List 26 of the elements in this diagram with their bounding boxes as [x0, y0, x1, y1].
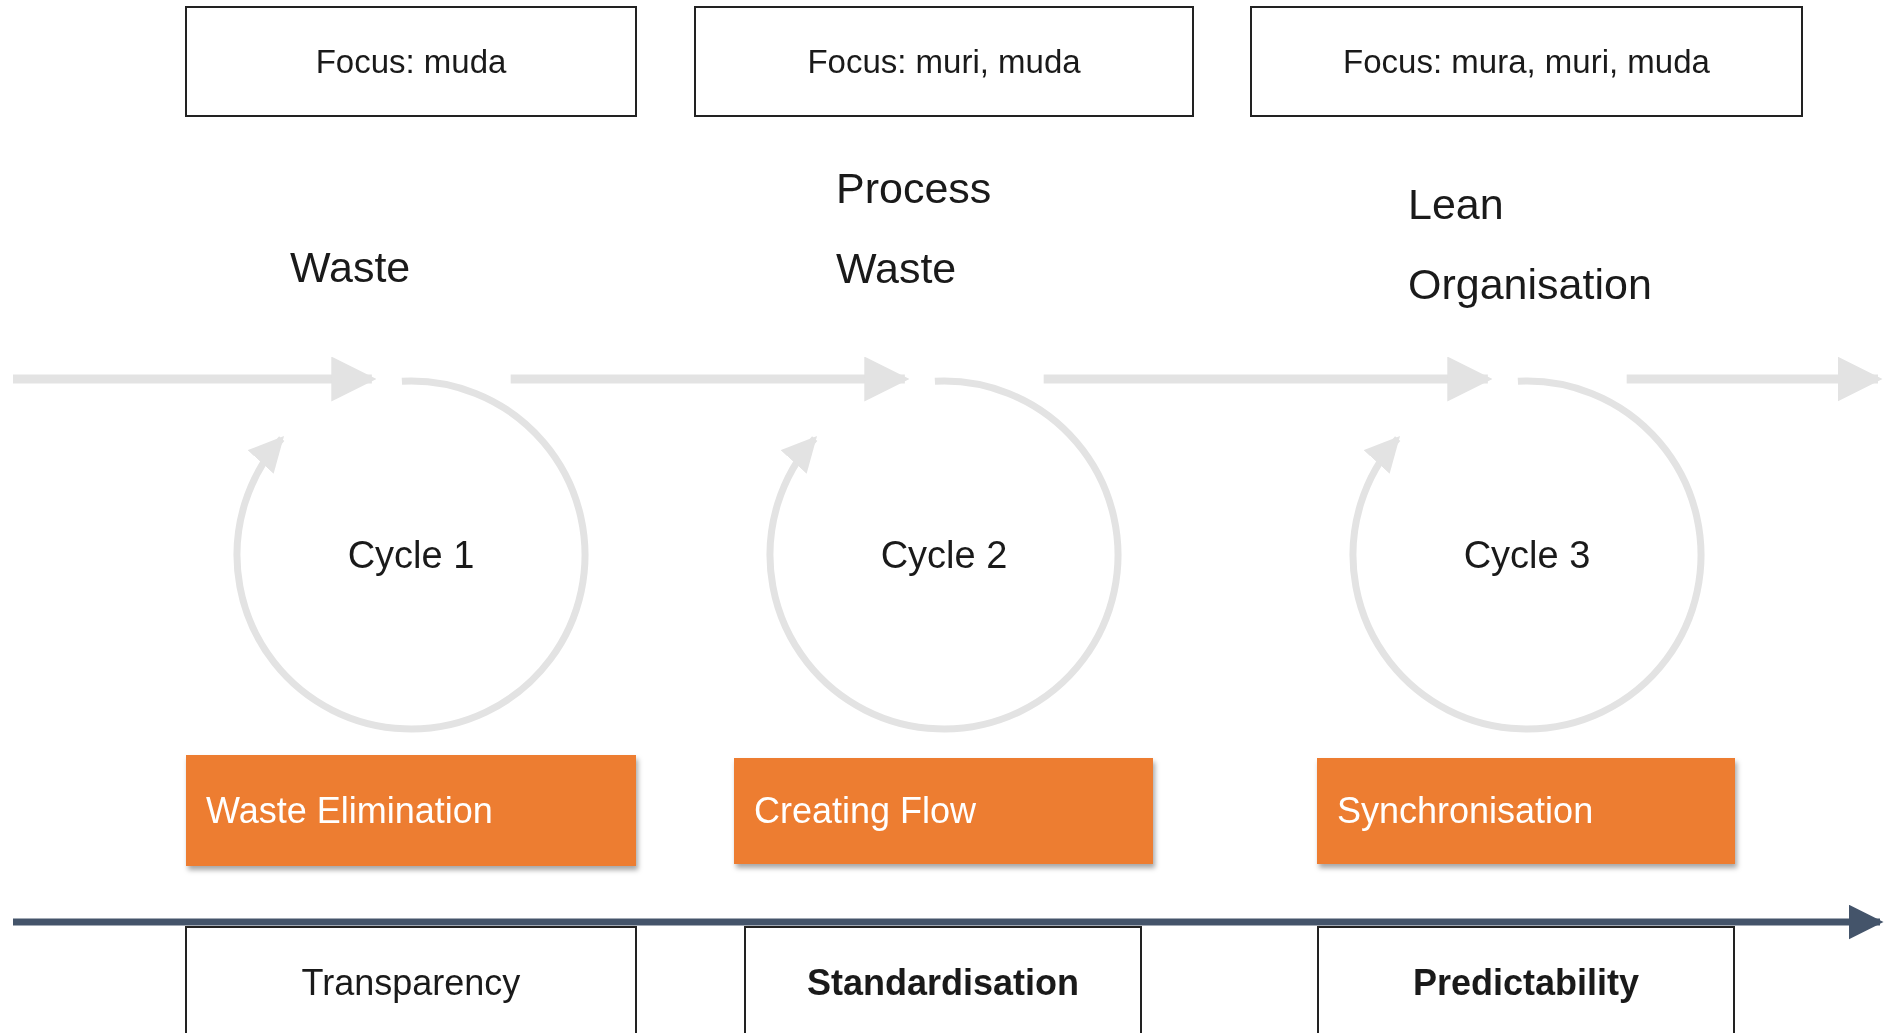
- stage-label: Waste: [290, 243, 411, 292]
- practice-text: Creating Flow: [754, 790, 977, 832]
- practice-text: Waste Elimination: [206, 789, 493, 832]
- focus-text: Focus: muri, muda: [807, 42, 1081, 81]
- practice-box: [186, 755, 636, 866]
- focus-box: [694, 6, 1194, 117]
- principle-text: Standardisation: [806, 962, 1079, 1004]
- cycle-label: Cycle 2: [880, 533, 1008, 577]
- principle-text: Transparency: [301, 962, 521, 1004]
- practice-box: [1317, 758, 1735, 864]
- cycle-label: Cycle 3: [1463, 533, 1591, 577]
- focus-text: Focus: muda: [315, 42, 507, 81]
- focus-box: [185, 6, 637, 117]
- principle-box: [185, 926, 637, 1033]
- focus-box: [1250, 6, 1803, 117]
- stage-label: Organisation: [1408, 260, 1652, 309]
- principle-box: [744, 926, 1142, 1033]
- practice-box: [734, 758, 1153, 864]
- practice-text: Synchronisation: [1337, 790, 1594, 832]
- focus-text: Focus: mura, muri, muda: [1343, 42, 1710, 81]
- stage-label: Process: [836, 164, 992, 213]
- stage-label: Waste: [836, 244, 957, 293]
- principle-text: Predictability: [1412, 962, 1640, 1004]
- stage-label: Lean: [1408, 180, 1504, 229]
- cycle-label: Cycle 1: [347, 533, 475, 577]
- principle-box: [1317, 926, 1735, 1033]
